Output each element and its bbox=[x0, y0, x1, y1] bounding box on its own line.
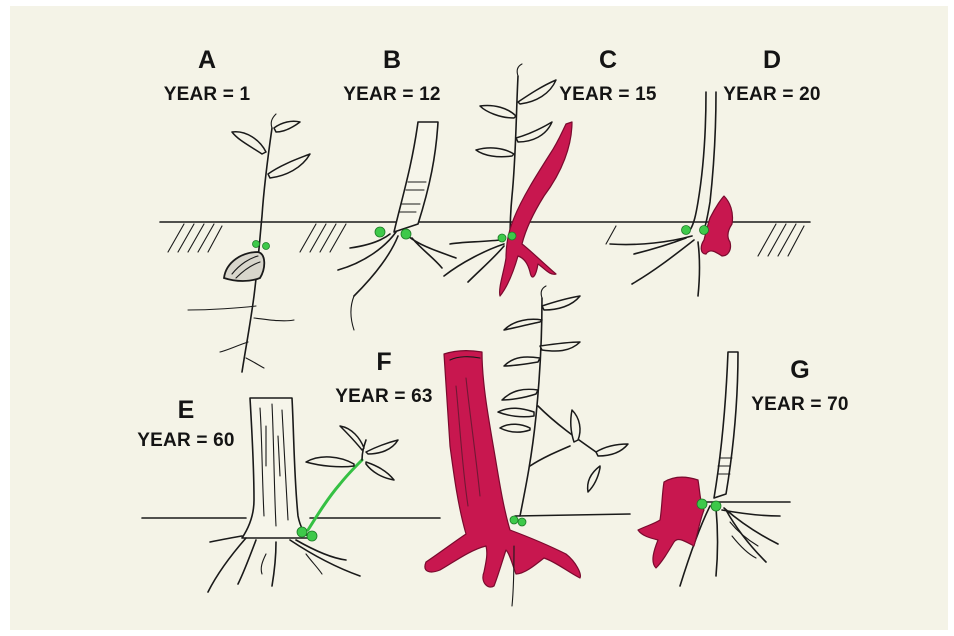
sapling-g-icon bbox=[680, 352, 780, 586]
mature-tree-trunk-e-icon bbox=[208, 398, 360, 592]
panel-a-letter: A bbox=[198, 46, 216, 75]
panel-f-year: YEAR = 63 bbox=[335, 386, 432, 408]
panel-c-letter: C bbox=[599, 46, 617, 75]
panel-e-year: YEAR = 60 bbox=[137, 430, 234, 452]
cut-stump-d-icon bbox=[682, 196, 733, 256]
panel-g-letter: G bbox=[790, 356, 809, 385]
panel-d-letter: D bbox=[763, 46, 781, 75]
panel-b-year: YEAR = 12 bbox=[343, 84, 440, 106]
sapling-d-icon bbox=[610, 92, 716, 296]
sprout-e-icon bbox=[297, 426, 398, 541]
panel-d-year: YEAR = 20 bbox=[723, 84, 820, 106]
panel-a-year: YEAR = 1 bbox=[164, 84, 251, 106]
panel-b-letter: B bbox=[383, 46, 401, 75]
illustration-board: A YEAR = 1 B YEAR = 12 C YEAR = 15 D YEA… bbox=[10, 6, 948, 630]
seedling-a-icon bbox=[188, 114, 310, 372]
cut-stump-g-icon bbox=[638, 477, 721, 568]
sapling-b-icon bbox=[338, 122, 456, 330]
panel-e-letter: E bbox=[178, 396, 195, 425]
panel-g-year: YEAR = 70 bbox=[751, 394, 848, 416]
panel-c-year: YEAR = 15 bbox=[559, 84, 656, 106]
panel-f-letter: F bbox=[376, 348, 391, 377]
cut-stump-f-icon bbox=[425, 351, 580, 587]
cut-stump-c-icon bbox=[498, 122, 572, 296]
